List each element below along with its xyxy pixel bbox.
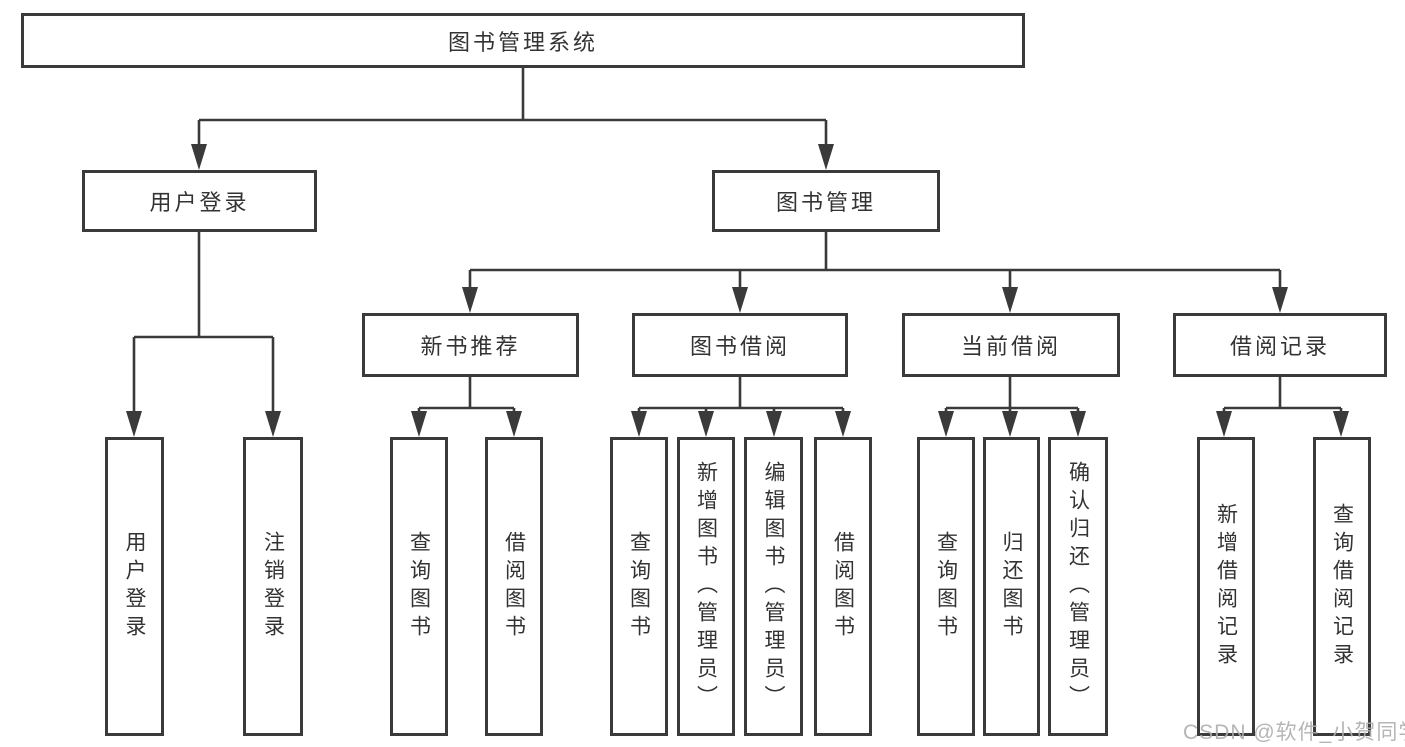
node-book-management: 图书管理 (712, 170, 940, 232)
leaf-logout-login: 注销登录 (243, 437, 303, 736)
node-user-login: 用户登录 (82, 170, 317, 232)
node-borrow-records: 借阅记录 (1173, 313, 1387, 377)
leaf-query-borrow-record: 查询借阅记录 (1313, 437, 1371, 736)
leaf-borrow-books-2: 借阅图书 (814, 437, 872, 736)
leaf-user-login: 用户登录 (105, 437, 164, 736)
leaf-add-borrow-record: 新增借阅记录 (1197, 437, 1255, 736)
node-root-system: 图书管理系统 (21, 13, 1025, 68)
leaf-confirm-return-admin: 确认归还（管理员） (1048, 437, 1108, 736)
leaf-query-books-recommend: 查询图书 (390, 437, 448, 736)
csdn-watermark: CSDN @软件_小贺同学 (1183, 721, 1405, 744)
arrowheads (126, 144, 1349, 437)
node-current-borrow: 当前借阅 (902, 313, 1120, 377)
node-new-book-recommend: 新书推荐 (362, 313, 579, 377)
leaf-edit-book-admin: 编辑图书（管理员） (744, 437, 803, 736)
node-book-borrow: 图书借阅 (632, 313, 848, 377)
leaf-borrow-books-recommend: 借阅图书 (485, 437, 543, 736)
leaf-query-books-borrow: 查询图书 (610, 437, 668, 736)
leaf-query-books-current: 查询图书 (917, 437, 975, 736)
leaf-return-book: 归还图书 (983, 437, 1040, 736)
leaf-add-book-admin: 新增图书（管理员） (677, 437, 735, 736)
